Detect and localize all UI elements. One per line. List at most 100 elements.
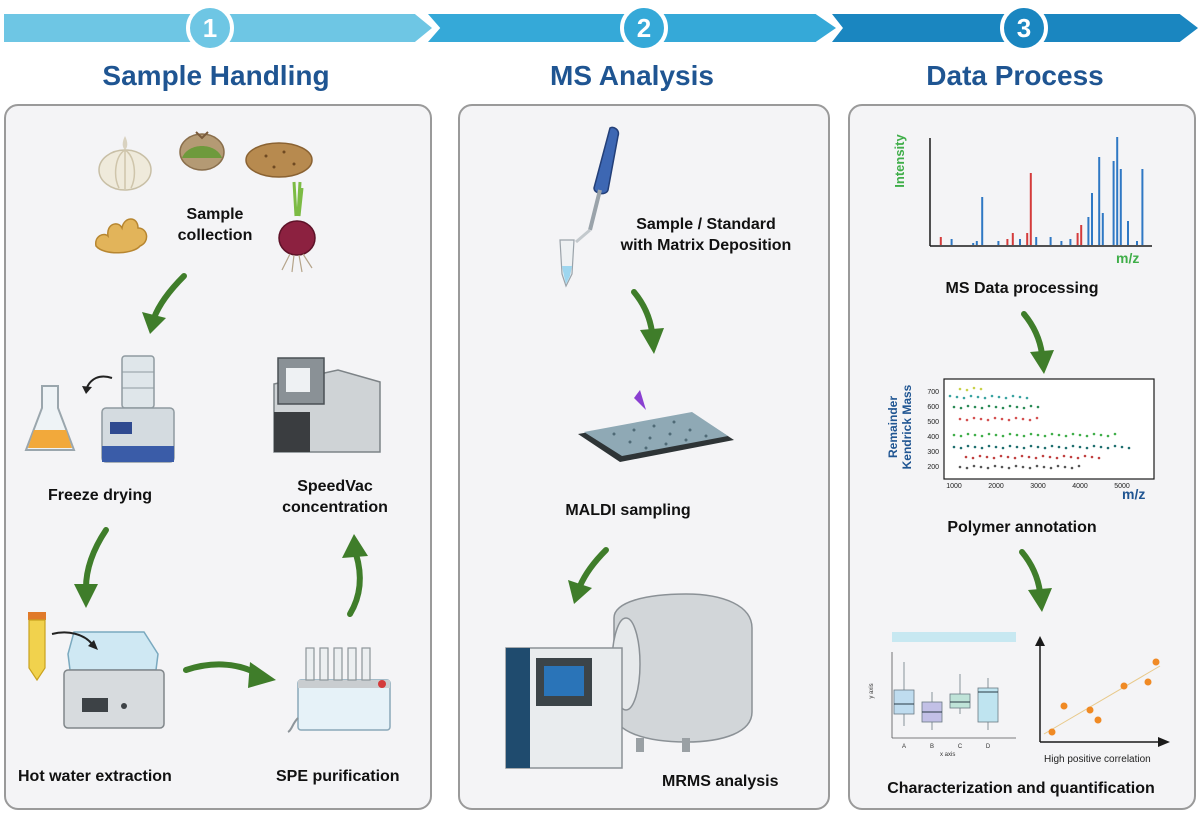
kendrick-point [1001,434,1005,438]
kendrick-point [1007,466,1011,470]
kendrick-point [979,417,983,421]
maldi-plate-icon [578,390,734,462]
flask-icon [24,385,76,451]
kendrick-point [955,395,959,399]
kendrick-point [1077,464,1081,468]
kendrick-point [1099,445,1103,449]
kendrick-point [1022,434,1026,438]
kendrick-point [1035,464,1039,468]
scatter-point-6 [1152,658,1160,666]
kendrick-point [1048,455,1052,459]
kendrick-x-label: m/z [1122,486,1146,502]
kendrick-point [1049,466,1053,470]
scatter-point-2 [1086,706,1094,714]
kendrick-point [985,455,989,459]
kendrick-point [1036,433,1040,437]
scatter-plot [1035,636,1170,747]
kendrick-point [980,446,984,450]
kendrick-xtick-3000: 3000 [1030,483,1046,490]
box-plot-y-label: y axis [869,683,875,699]
kendrick-point [958,417,962,421]
box-category-A: A [902,744,906,750]
kendrick-point [1063,465,1067,469]
kendrick-point [1008,444,1012,448]
box-3 [977,687,999,723]
red-onion-icon [278,181,316,273]
kendrick-point [1092,444,1096,448]
onion-bulb-icon [179,131,225,171]
kendrick-point [971,456,975,460]
kendrick-point [1078,445,1082,449]
kendrick-point [1057,433,1061,437]
kendrick-point [973,433,977,437]
kendrick-point [959,434,963,438]
kendrick-point [1055,456,1059,460]
tube-icon [28,612,46,682]
kendrick-point [1057,445,1061,449]
kendrick-point [986,466,990,470]
curved-arrow-icon [82,375,113,394]
kendrick-point [1004,396,1008,400]
kendrick-point [972,386,976,390]
kendrick-point [1008,432,1012,436]
kendrick-point [966,404,970,408]
kendrick-point [1000,465,1004,469]
kendrick-point [965,418,969,422]
kendrick-point [962,396,966,400]
kendrick-point [1001,406,1005,410]
kendrick-point [959,406,963,410]
spectrum-x-label: m/z [1116,250,1140,266]
kendrick-point [958,387,962,391]
kendrick-point [997,395,1001,399]
arrow-spe-to-speedvac [342,534,368,617]
box-2 [949,693,971,709]
kendrick-point [965,466,969,470]
kendrick-point [1071,444,1075,448]
kendrick-point [1070,466,1074,470]
box-category-D: D [986,744,991,750]
kendrick-ytick-500: 500 [927,419,939,426]
spe-purification-label: SPE purification [276,768,400,785]
kendrick-ytick-200: 200 [927,464,939,471]
kendrick-xtick-1000: 1000 [946,483,962,490]
kendrick-point [1036,445,1040,449]
kendrick-point [958,465,962,469]
kendrick-point [1022,446,1026,450]
kendrick-point [1064,446,1068,450]
polymer-annotation-label: Polymer annotation [947,519,1097,536]
freeze-dryer-icon [101,355,175,463]
scatter-trendline [1043,665,1161,735]
kendrick-point [999,454,1003,458]
hot-water-extraction-label: Hot water extraction [18,768,172,785]
kendrick-point [1062,454,1066,458]
kendrick-point [1078,433,1082,437]
ms-data-processing-label: MS Data processing [945,280,1099,297]
kendrick-point [1029,432,1033,436]
kendrick-point [1000,417,1004,421]
kendrick-point [1036,405,1040,409]
kendrick-xtick-5000: 5000 [1114,483,1130,490]
kendrick-point [1007,418,1011,422]
kendrick-point [1014,416,1018,420]
kendrick-point [952,433,956,437]
ginger-icon [95,218,148,254]
kendrick-point [1035,416,1039,420]
kendrick-point [993,416,997,420]
spe-manifold-icon [287,647,391,733]
kendrick-point [952,445,956,449]
kendrick-point [1043,434,1047,438]
kendrick-ytick-700: 700 [927,389,939,396]
kendrick-point [1008,404,1012,408]
kendrick-point [948,394,952,398]
kendrick-point [994,405,998,409]
kendrick-point [976,395,980,399]
kendrick-point [1085,446,1089,450]
sample-collection-label: Sample collection [177,206,253,244]
kendrick-point [1021,465,1025,469]
kendrick-point [980,406,984,410]
kendrick-point [1013,456,1017,460]
ms-spectrum-chart [929,137,1152,247]
kendrick-ytick-400: 400 [927,434,939,441]
pipette-icon [559,126,620,288]
